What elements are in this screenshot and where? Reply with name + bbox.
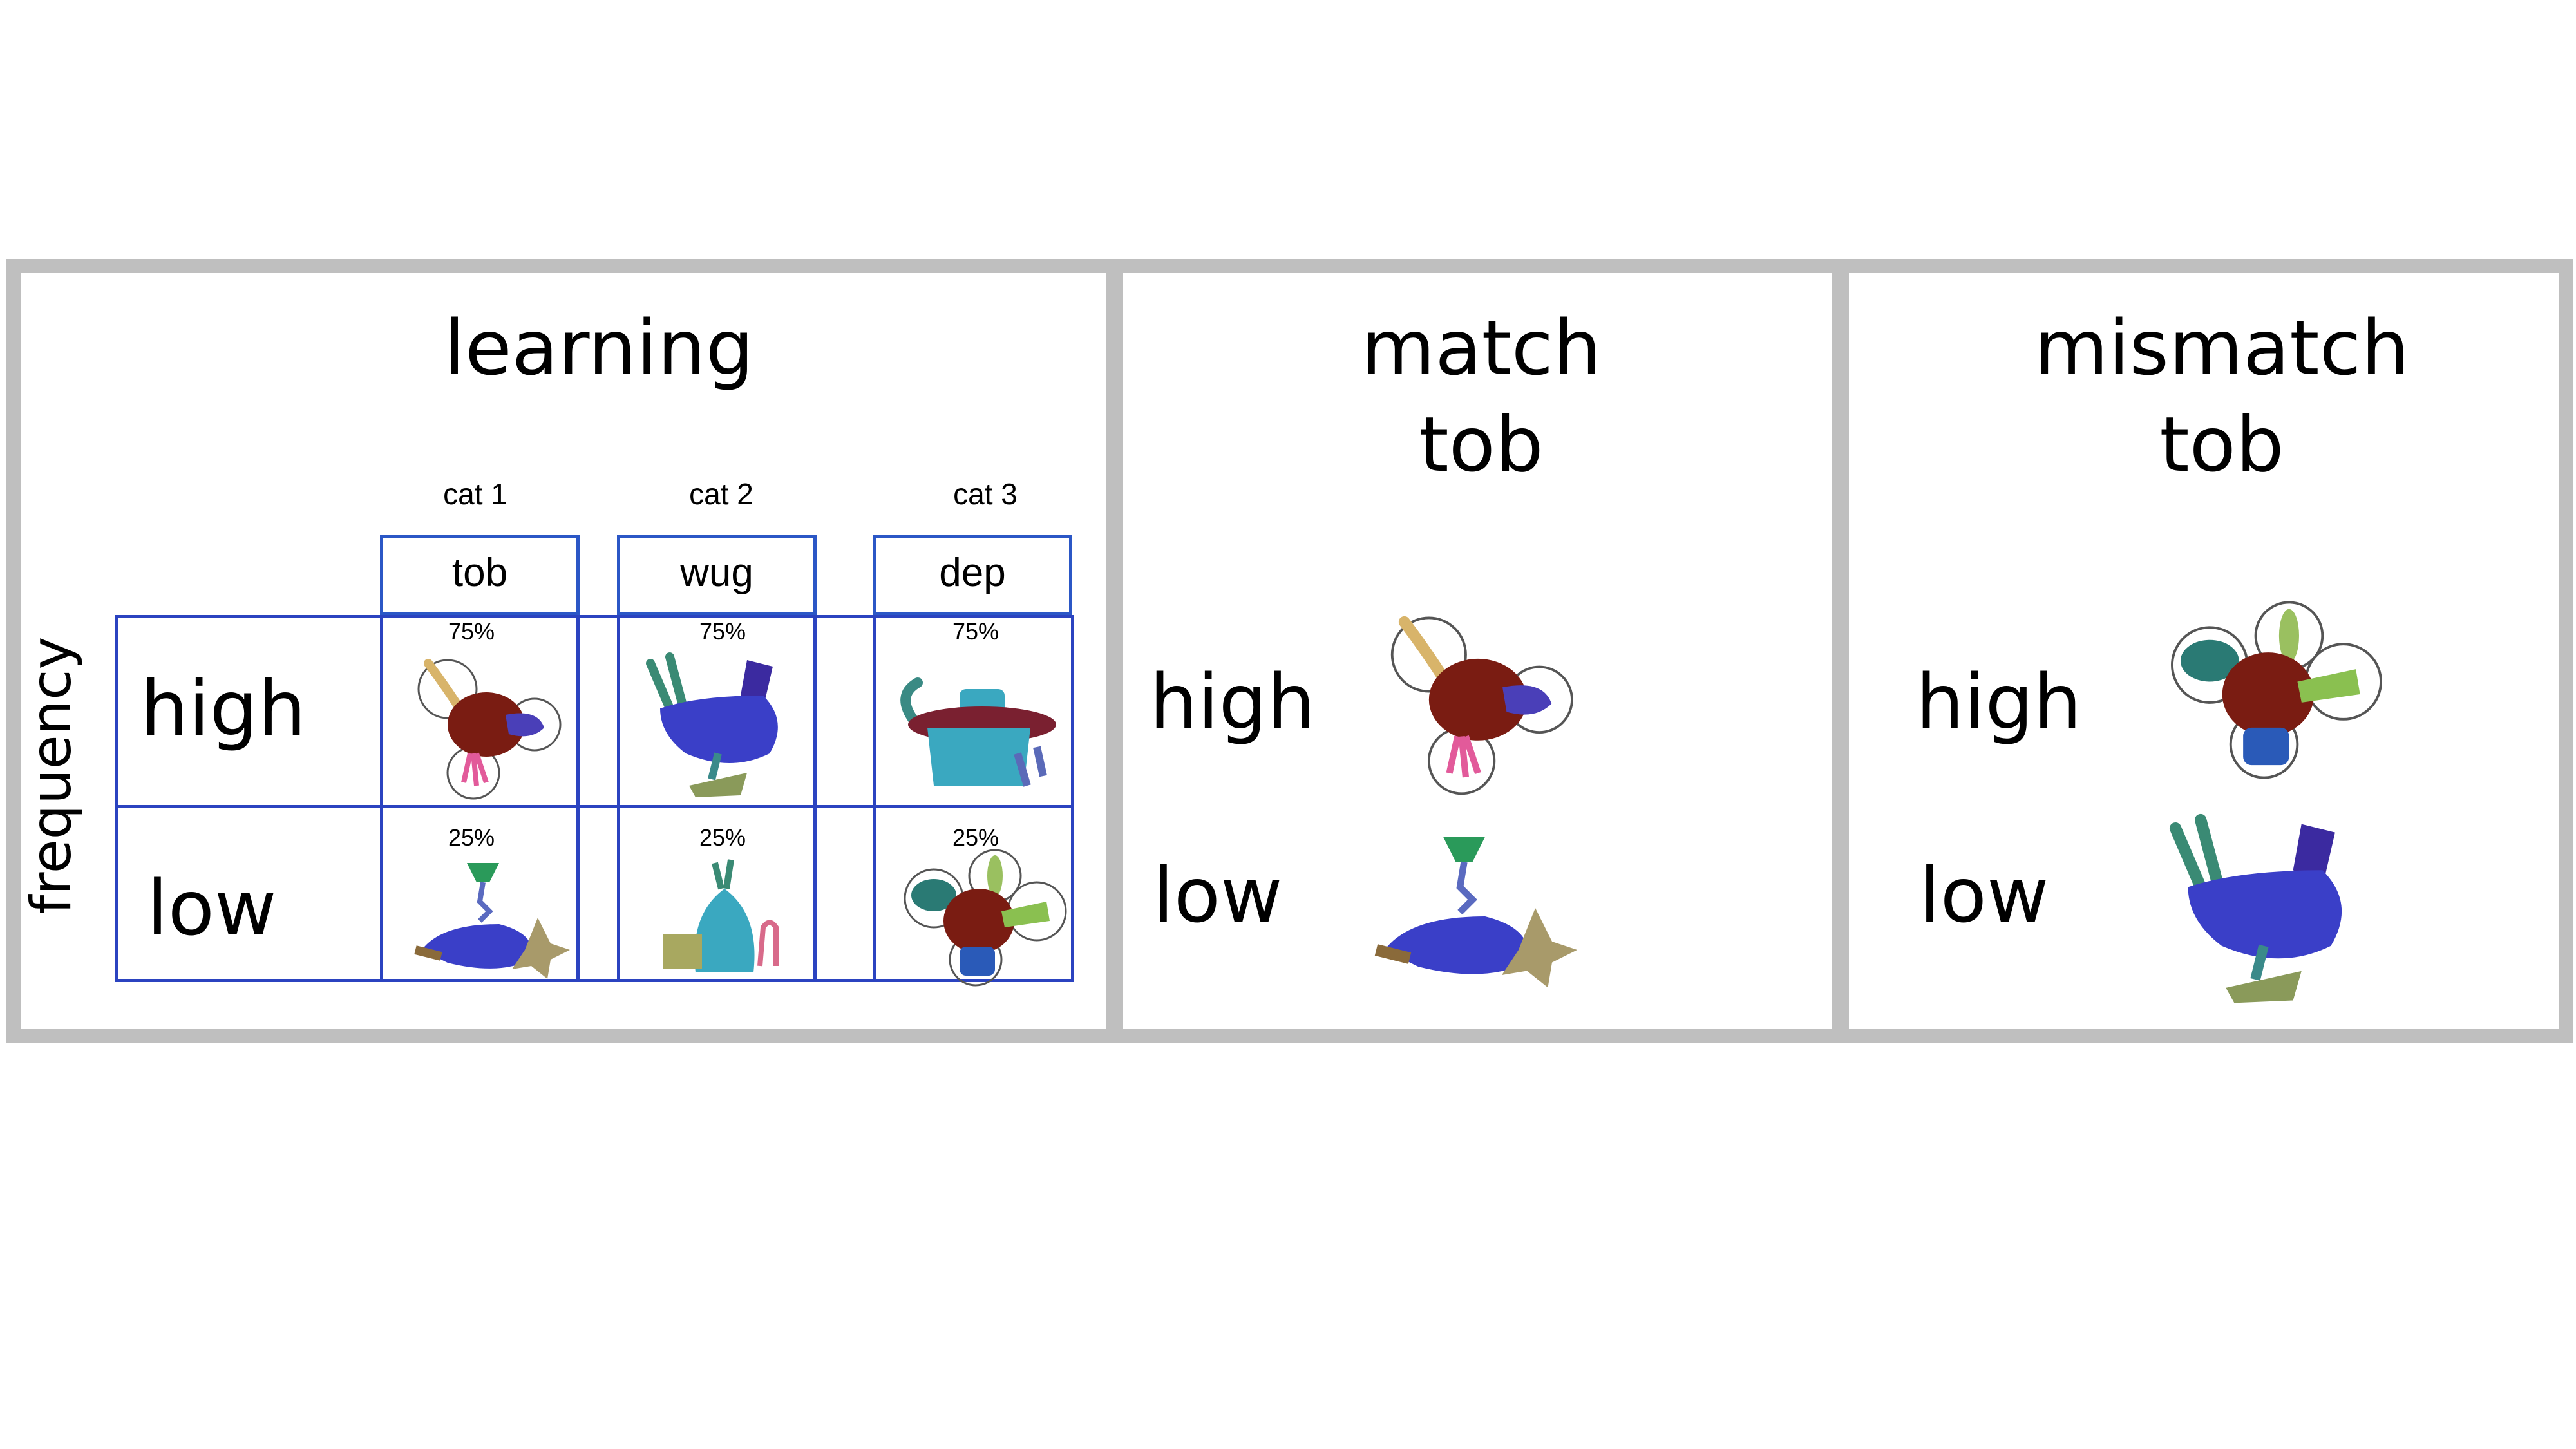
match-title-line1: match: [1361, 303, 1602, 392]
match-row-label-low: low: [1153, 851, 1283, 940]
percent-low-cat1: 25%: [448, 824, 495, 851]
learning-title: learning: [444, 303, 754, 392]
grid-col-divider-5: [873, 615, 876, 982]
panel-divider-2: [1832, 259, 1849, 1043]
grid-row-divider: [115, 805, 1074, 808]
category-label-3: cat 3: [953, 477, 1018, 511]
frequency-axis-label: frequency: [19, 636, 84, 914]
percent-low-cat3: 25%: [952, 824, 999, 851]
dep-high-stimulus-icon: [889, 650, 1063, 799]
dep-low-stimulus-icon: [898, 840, 1072, 989]
panel-divider-1: [1106, 259, 1123, 1043]
grid-col-divider-2: [576, 615, 580, 982]
wug-high-stimulus-icon: [634, 650, 802, 799]
match-high-stimulus-icon: [1372, 596, 1584, 795]
mismatch-low-stimulus-icon: [2154, 811, 2373, 1005]
match-row-label-high: high: [1150, 658, 1316, 746]
percent-high-cat3: 75%: [952, 618, 999, 645]
name-box-dep: dep: [873, 535, 1072, 615]
grid-col-divider-4: [813, 615, 817, 982]
mismatch-high-stimulus-icon: [2164, 589, 2389, 782]
tob-high-stimulus-icon: [402, 644, 570, 800]
category-label-2: cat 2: [689, 477, 753, 511]
mismatch-row-label-low: low: [1919, 851, 2049, 940]
grid-col-divider-1: [380, 615, 383, 982]
match-title-line2: tob: [1419, 400, 1544, 489]
mismatch-row-label-high: high: [1916, 658, 2082, 746]
mismatch-title-line2: tob: [2159, 400, 2284, 489]
wug-low-stimulus-icon: [650, 857, 799, 982]
name-box-tob: tob: [380, 535, 580, 615]
percent-low-cat2: 25%: [699, 824, 746, 851]
name-box-wug: wug: [617, 535, 817, 615]
tob-low-stimulus-icon: [402, 853, 570, 982]
match-low-stimulus-icon: [1359, 824, 1578, 992]
percent-high-cat1: 75%: [448, 618, 495, 645]
figure-frame: [6, 259, 2573, 1043]
mismatch-title-line1: mismatch: [2034, 303, 2410, 392]
learning-row-label-high: high: [140, 664, 307, 753]
grid-col-divider-3: [617, 615, 620, 982]
category-label-1: cat 1: [443, 477, 507, 511]
percent-high-cat2: 75%: [699, 618, 746, 645]
learning-grid: [115, 615, 1074, 982]
learning-row-label-low: low: [147, 864, 277, 952]
